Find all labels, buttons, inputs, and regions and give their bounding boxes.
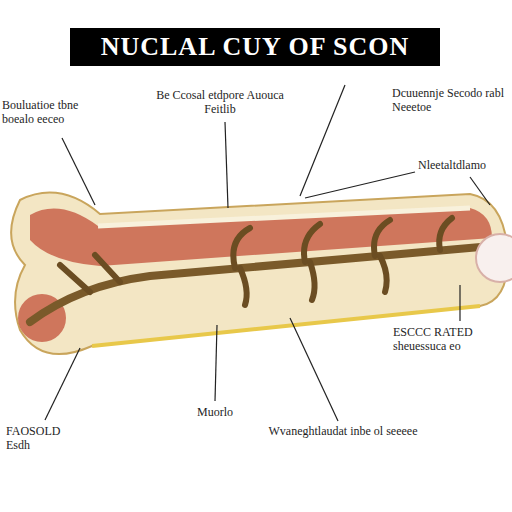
part-label: Wvaneghtlaudat inbe ol seeeee: [268, 424, 418, 438]
part-label: Bouluatioe tbne boealo eeceo: [2, 98, 94, 126]
part-label: FAOSOLD Esdh: [6, 424, 78, 452]
bone-outline: [11, 193, 508, 354]
part-label: Be Ccosal etdpore Auouca Feitlib: [150, 88, 290, 116]
title-banner: NUCLAL CUY OF SCON: [70, 28, 440, 66]
part-label: Nleetaltdlamo: [418, 158, 508, 172]
bone-cortex: [98, 208, 470, 226]
part-label: Muorlo: [180, 405, 250, 419]
part-label: ESCCC RATED sheuessuca eo: [393, 325, 508, 353]
part-label: Dcuuennje Secodo rabl Neeetoe: [392, 86, 507, 114]
nerve: [30, 246, 492, 322]
joint-cap: [476, 234, 512, 282]
leader-lines: [45, 85, 490, 421]
nerve-branches: [60, 218, 452, 305]
